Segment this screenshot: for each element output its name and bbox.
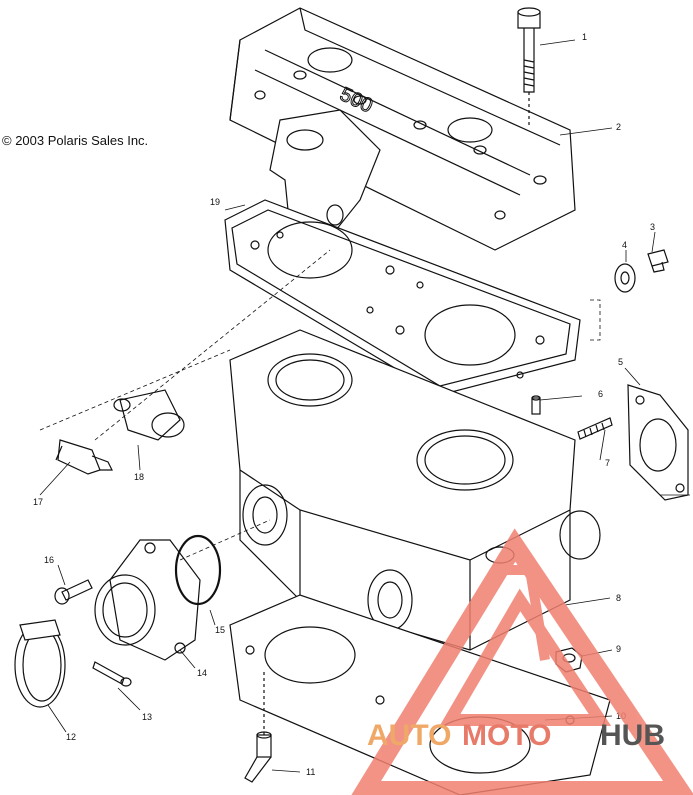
callout-17: 17 bbox=[33, 497, 43, 507]
callout-13: 13 bbox=[142, 712, 152, 722]
callout-1: 1 bbox=[582, 32, 587, 42]
callout-6: 6 bbox=[598, 389, 603, 399]
screw bbox=[92, 661, 132, 687]
clamp bbox=[14, 619, 66, 708]
callout-16: 16 bbox=[44, 555, 54, 565]
screw-16 bbox=[54, 579, 93, 605]
watermark-text: AUTO MOTO HUB bbox=[367, 719, 665, 752]
small-bolt bbox=[647, 249, 669, 273]
callout-8: 8 bbox=[616, 593, 621, 603]
callout-11: 11 bbox=[306, 767, 315, 777]
watermark-logo bbox=[351, 528, 693, 795]
copyright-text: © 2003 Polaris Sales Inc. bbox=[2, 133, 149, 148]
watermark-part2: MOTO bbox=[462, 719, 551, 752]
callout-4: 4 bbox=[622, 240, 627, 250]
intake-adapter bbox=[94, 539, 201, 661]
washer bbox=[614, 263, 636, 293]
exhaust-gasket bbox=[627, 384, 689, 501]
callout-18: 18 bbox=[134, 472, 144, 482]
callout-14: 14 bbox=[197, 668, 207, 678]
sleeve bbox=[113, 389, 185, 441]
head-bolt bbox=[517, 7, 541, 125]
o-ring bbox=[174, 534, 222, 606]
watermark-part3: HUB bbox=[600, 719, 665, 752]
callout-19: 19 bbox=[210, 197, 220, 207]
dowel-pin bbox=[531, 395, 541, 415]
stud bbox=[577, 417, 613, 440]
head-gasket bbox=[224, 199, 581, 396]
callout-12: 12 bbox=[66, 732, 76, 742]
callout-3: 3 bbox=[650, 222, 655, 232]
cylinder-head: 500 bbox=[229, 7, 576, 251]
callout-2: 2 bbox=[616, 122, 621, 132]
watermark-part1: AUTO bbox=[367, 719, 451, 752]
callout-7: 7 bbox=[605, 458, 610, 468]
sensor bbox=[55, 439, 113, 475]
callout-15: 15 bbox=[215, 625, 225, 635]
callout-9: 9 bbox=[616, 644, 621, 654]
callout-5: 5 bbox=[618, 357, 623, 367]
fitting bbox=[244, 670, 272, 783]
